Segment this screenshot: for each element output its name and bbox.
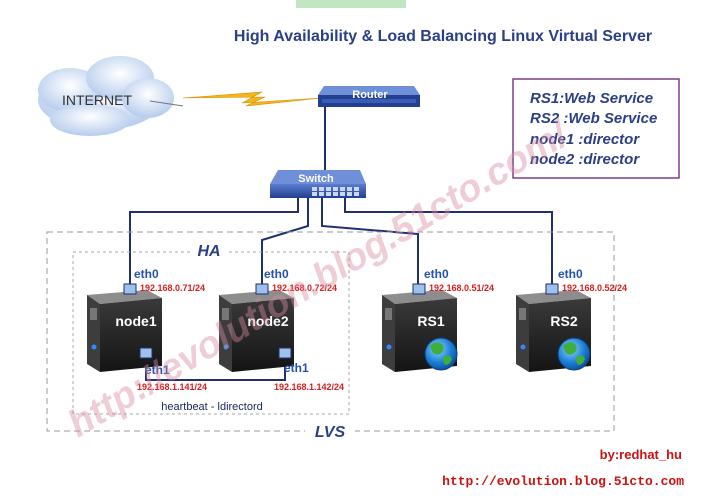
blog-url: http://evolution.blog.51cto.com xyxy=(442,474,684,489)
node1-eth0-port xyxy=(123,283,137,295)
router-label: Router xyxy=(352,89,388,101)
lvs-boundary xyxy=(46,231,615,432)
switch-server-links xyxy=(129,198,553,285)
ha-label: HA xyxy=(197,243,220,260)
cloud-link xyxy=(149,100,184,107)
rs1-eth0-label: eth0 xyxy=(424,267,449,281)
rs2-eth0-label: eth0 xyxy=(558,267,583,281)
rs1-eth0-port xyxy=(412,283,426,295)
node2-name: node2 xyxy=(247,313,288,329)
internet-label: INTERNET xyxy=(62,92,132,108)
legend-line-2: RS2 :Web Service xyxy=(530,110,657,127)
diagram-title: High Availability & Load Balancing Linux… xyxy=(234,28,652,45)
node2-eth0-label: eth0 xyxy=(264,267,289,281)
heartbeat-link xyxy=(145,358,286,381)
node1-eth1-ip: 192.168.1.141/24 xyxy=(137,382,207,392)
node2-eth1-port xyxy=(278,347,292,359)
node1-eth1-label: eth1 xyxy=(145,363,170,377)
rs2-globe-icon xyxy=(557,337,591,371)
node2-eth0-ip: 192.168.0.72/24 xyxy=(272,283,337,293)
lightning-bolt xyxy=(182,91,323,107)
switch-label: Switch xyxy=(298,173,334,185)
rs1-eth0-ip: 192.168.0.51/24 xyxy=(429,283,494,293)
node1-eth0-ip: 192.168.0.71/24 xyxy=(140,283,205,293)
node1-eth1-port xyxy=(139,347,153,359)
rs2-eth0-port xyxy=(545,283,559,295)
legend-box xyxy=(512,78,680,179)
router xyxy=(318,86,420,107)
node2-eth1-label: eth1 xyxy=(284,361,309,375)
internet-cloud xyxy=(38,56,174,136)
legend-line-1: RS1:Web Service xyxy=(530,90,653,107)
rs2-eth0-ip: 192.168.0.52/24 xyxy=(562,283,627,293)
rs2-name: RS2 xyxy=(550,313,577,329)
rs1-globe-icon xyxy=(424,337,458,371)
top-logo xyxy=(296,0,406,8)
node1-name: node1 xyxy=(115,313,156,329)
heartbeat-label: heartbeat - ldirectord xyxy=(161,401,263,413)
node2-eth1-ip: 192.168.1.142/24 xyxy=(274,382,344,392)
rs1-name: RS1 xyxy=(417,313,444,329)
legend-line-3: node1 :director xyxy=(530,131,640,148)
node1-eth0-label: eth0 xyxy=(134,267,159,281)
lvs-label: LVS xyxy=(315,424,346,441)
node2-eth0-port xyxy=(255,283,269,295)
switch xyxy=(270,170,366,198)
author-label: by:redhat_hu xyxy=(600,447,682,462)
legend-line-4: node2 :director xyxy=(530,151,640,168)
